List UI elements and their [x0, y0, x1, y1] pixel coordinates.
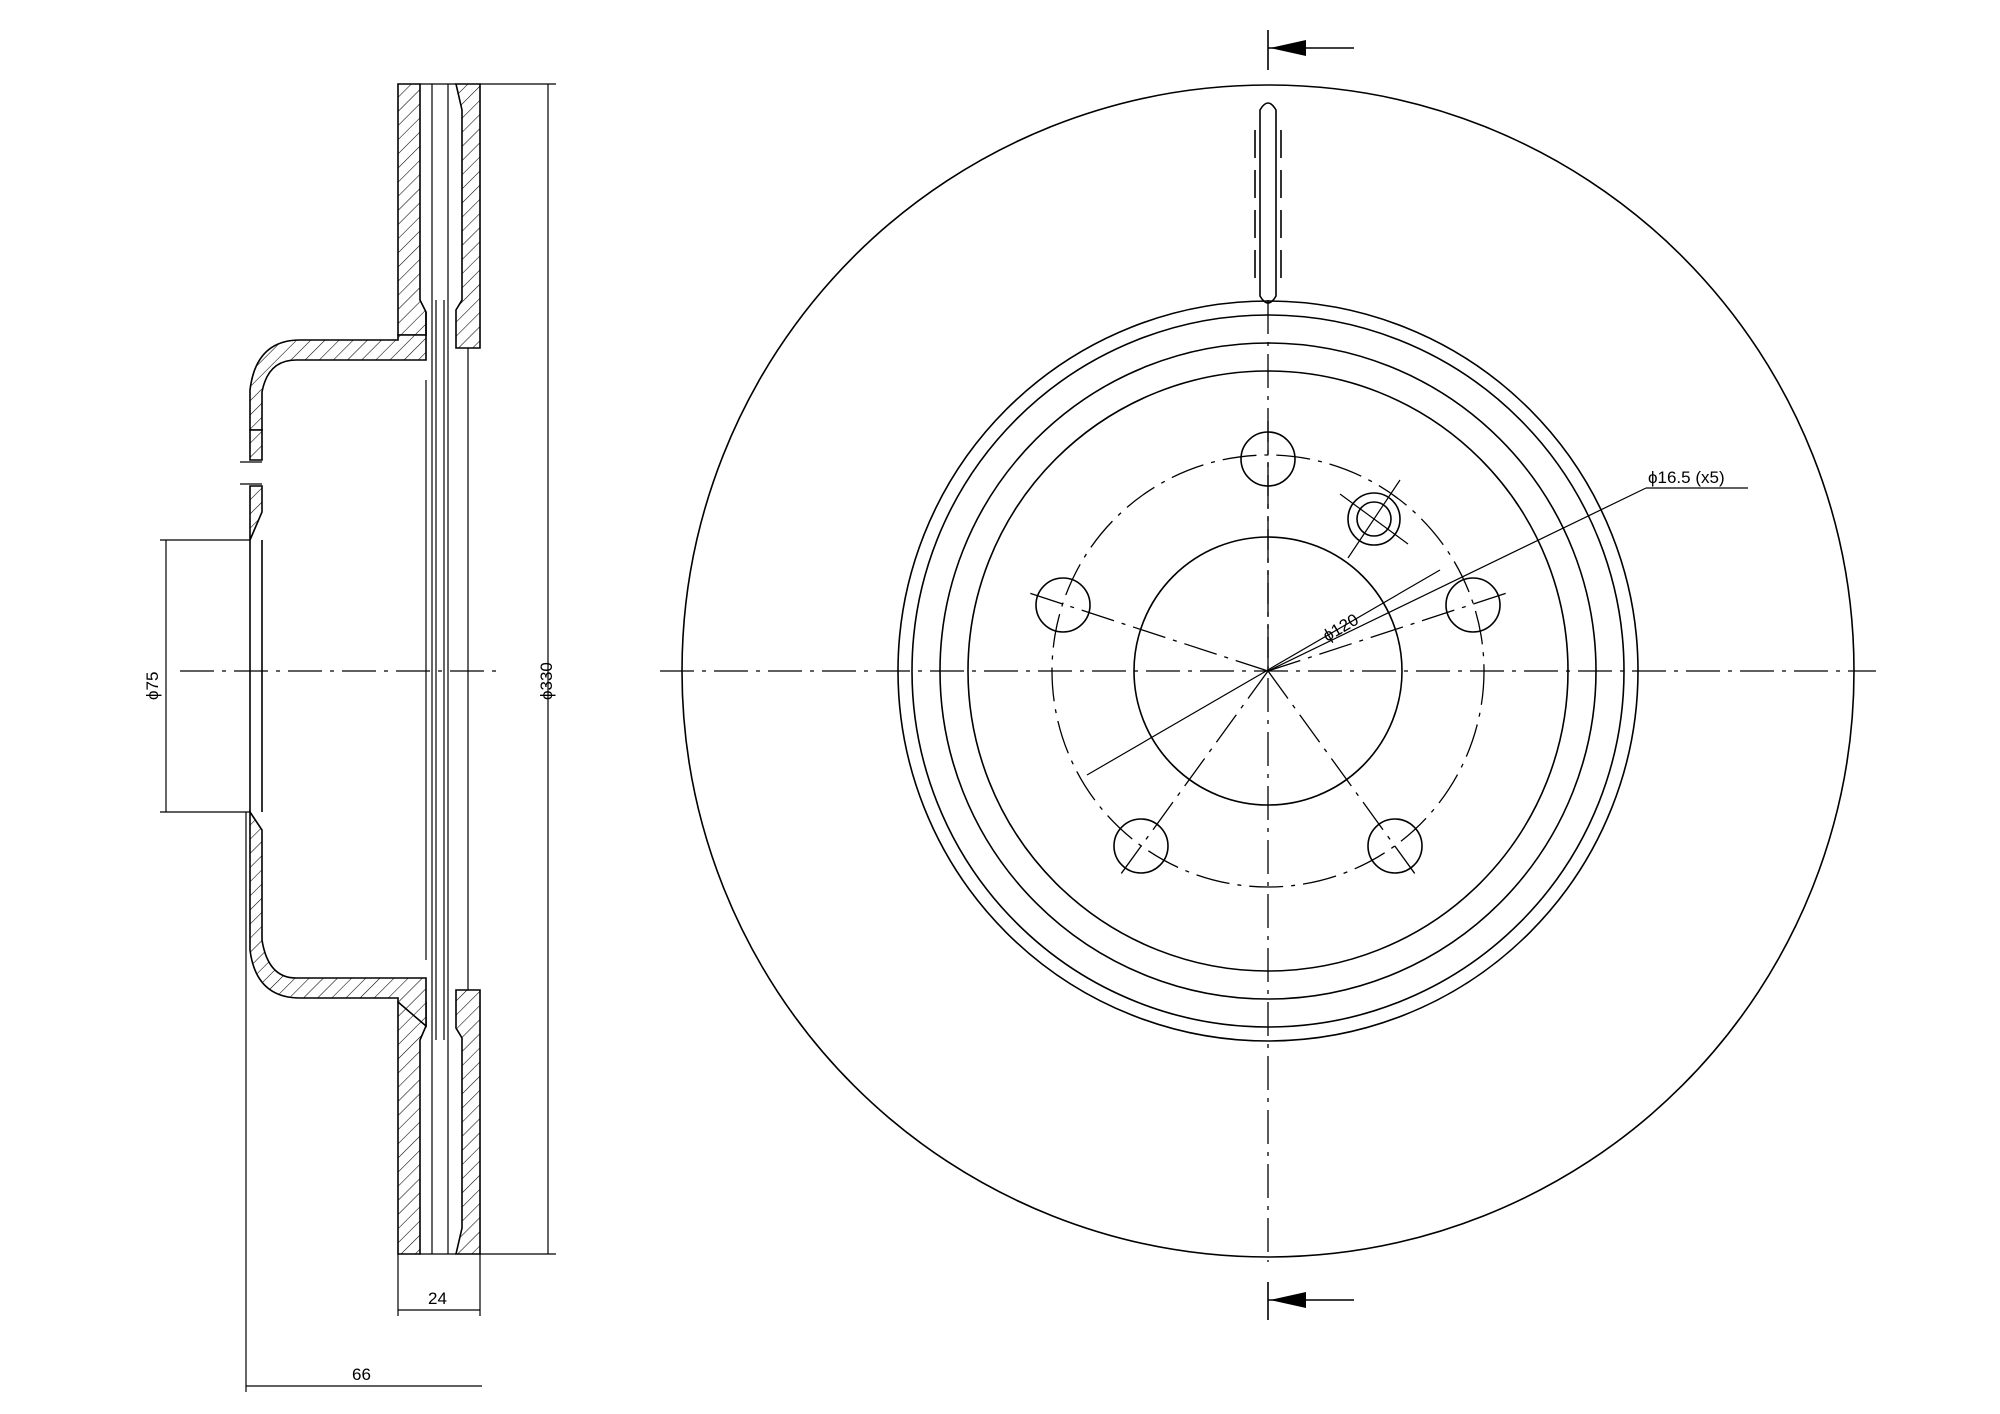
hat-section-upper: [249, 312, 427, 431]
dim-bolt-holes: ϕ16.5 (x5): [1648, 468, 1725, 487]
dim-hub-bore: ϕ75: [143, 672, 162, 700]
outer-friction-ring-lower: [397, 1001, 427, 1255]
side-section-view: ϕ75 ϕ330 24 66: [143, 83, 556, 1392]
dim-overall-height: 66: [352, 1365, 371, 1384]
dim-bolt-circle: ϕ120: [1320, 610, 1362, 645]
bolt-circle-leader: [1086, 569, 1441, 776]
front-view: ϕ120 ϕ16.5 (x5): [660, 30, 1876, 1320]
bolt-hole-leader: [1267, 487, 1647, 672]
dim-disc-thickness: 24: [428, 1289, 447, 1308]
top-slot: [1259, 102, 1277, 304]
dim-outer-diameter: ϕ330: [537, 662, 556, 700]
locator-hole-outer: [1347, 492, 1401, 546]
bolt-hole-3: [1367, 818, 1423, 874]
outer-friction-ring-upper: [397, 83, 427, 336]
hat-flange-upper: [249, 429, 263, 461]
inner-friction-ring-upper: [454, 83, 481, 349]
hat-section-lower: [249, 809, 427, 1028]
locator-hole-inner: [1356, 501, 1392, 537]
inner-friction-ring-lower: [454, 989, 481, 1255]
bolt-hole-4: [1113, 818, 1169, 874]
bolt-hole-2: [1445, 577, 1501, 633]
hat-flange-upper-2: [249, 485, 263, 541]
bolt-hole-5: [1035, 577, 1091, 633]
